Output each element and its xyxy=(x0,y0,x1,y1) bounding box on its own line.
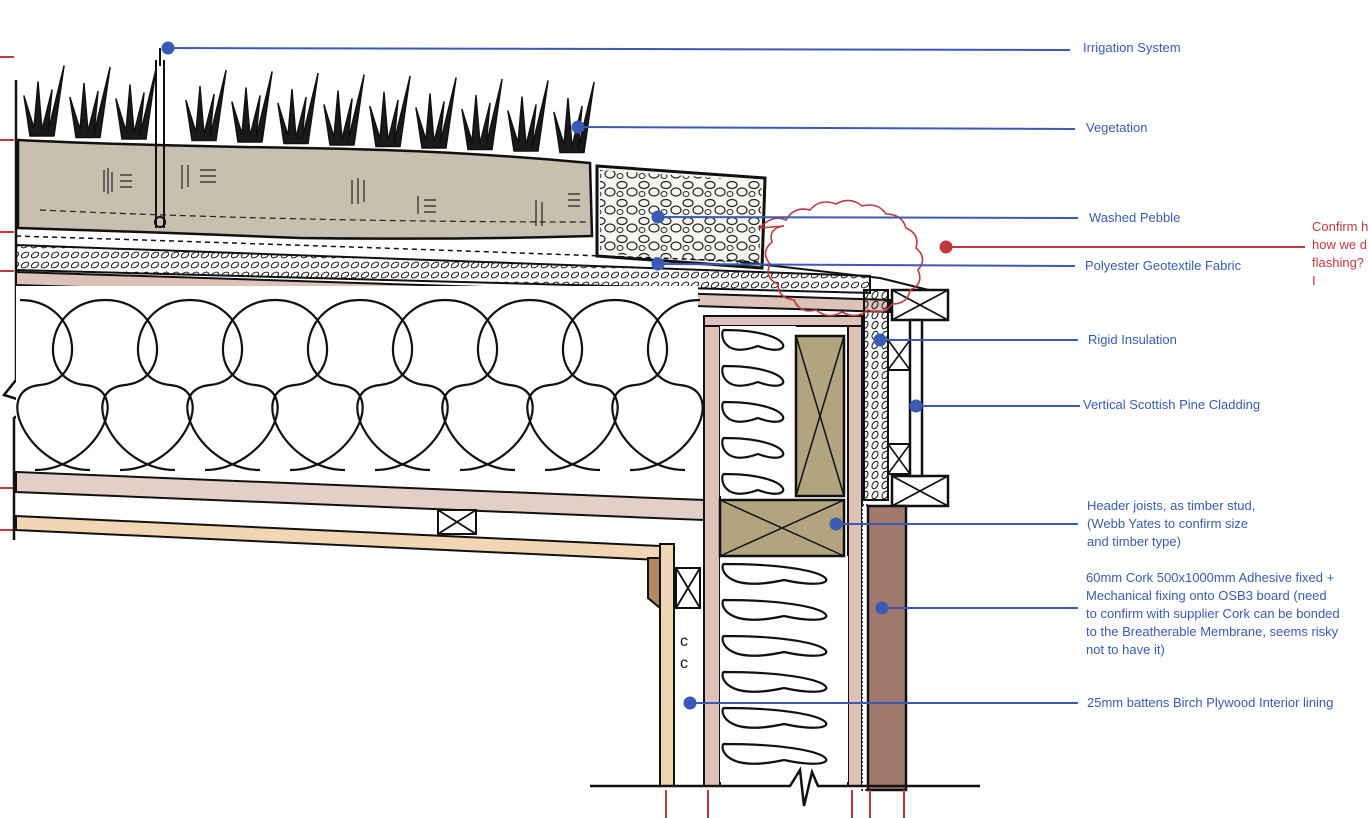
label-header-joists: Header joists, as timber stud, (Webb Yat… xyxy=(1087,498,1256,549)
rigid-insulation-strip xyxy=(863,289,889,501)
label-geotextile-fabric: Polyester Geotextile Fabric xyxy=(1085,258,1242,273)
ceiling-joist xyxy=(15,470,705,562)
label-irrigation-system: Irrigation System xyxy=(1083,40,1181,55)
svg-text:c: c xyxy=(680,655,688,672)
markup-leader xyxy=(939,240,1305,254)
wall-insulation xyxy=(720,326,848,782)
label-washed-pebble: Washed Pebble xyxy=(1089,210,1181,225)
markup-note: Confirm h how we d flashing? I xyxy=(1312,219,1369,288)
bottom-cut-marks xyxy=(665,790,905,818)
soil-substrate xyxy=(16,138,594,240)
base-line xyxy=(590,766,980,807)
cladding-battens xyxy=(887,288,950,508)
label-pine-cladding: Vertical Scottish Pine Cladding xyxy=(1083,397,1261,412)
label-rigid-insulation: Rigid Insulation xyxy=(1088,332,1177,347)
header-joist xyxy=(718,498,846,558)
roof-insulation xyxy=(16,286,704,472)
vegetation-tufts xyxy=(23,65,595,154)
irrigation-pipe xyxy=(154,48,166,228)
left-cut-marks xyxy=(0,56,14,531)
pine-cladding xyxy=(866,504,908,792)
interior-lining-stud: c c xyxy=(647,543,701,787)
label-cork-fixing: 60mm Cork 500x1000mm Adhesive fixed + Me… xyxy=(1086,570,1340,657)
label-vegetation: Vegetation xyxy=(1086,120,1148,135)
revision-cloud xyxy=(758,199,924,317)
leader-lines xyxy=(161,41,1080,710)
timber-stud-block xyxy=(794,334,846,498)
soil-texture-marks xyxy=(39,165,591,226)
cork-membrane-strip xyxy=(861,504,871,791)
svg-text:c: c xyxy=(680,633,688,650)
label-birch-lining: 25mm battens Birch Plywood Interior lini… xyxy=(1087,695,1334,710)
